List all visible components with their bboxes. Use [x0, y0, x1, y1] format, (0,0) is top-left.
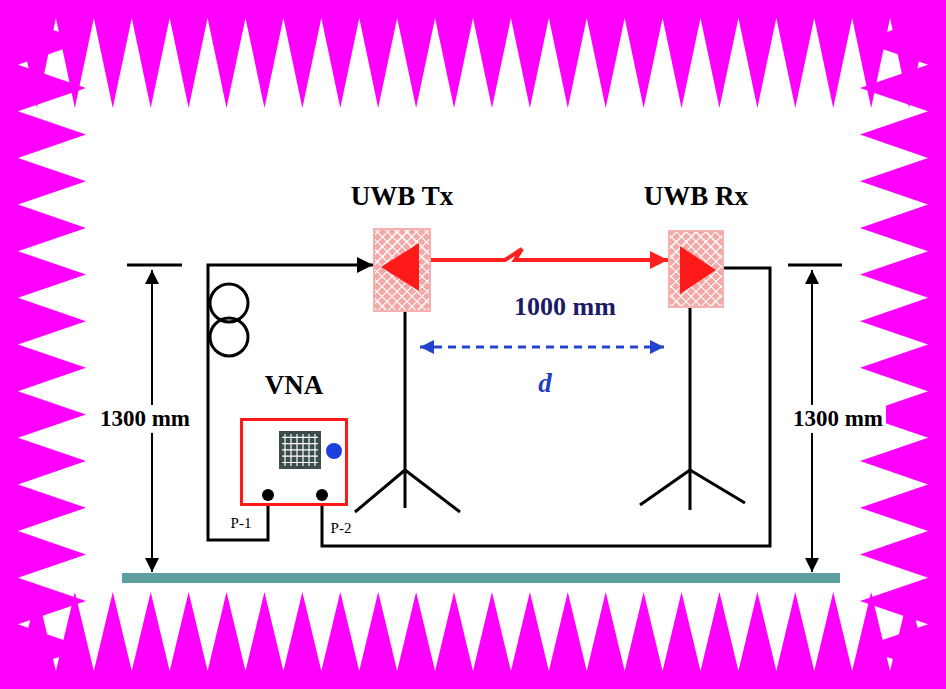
distance-value: 1000 mm [514, 293, 616, 320]
screen-grid [282, 434, 318, 466]
port-connector [262, 489, 274, 501]
distance-symbol: d [538, 369, 552, 397]
rx-antenna: UWB Rx [668, 230, 724, 308]
chamber-interior [18, 18, 928, 671]
absorber-teeth [860, 18, 928, 671]
antenna-symbol [375, 230, 429, 310]
vna-front [243, 421, 345, 503]
distance-arrow [420, 346, 664, 349]
antenna-symbol [670, 232, 722, 306]
vna-screen [279, 431, 321, 469]
tripod [355, 312, 460, 512]
cable-coil [210, 318, 248, 356]
dimension-tick [788, 264, 842, 267]
antenna-triangle [381, 243, 419, 291]
signal-arrow [431, 249, 668, 260]
absorber-teeth [18, 592, 928, 671]
port-label: P-2 [331, 521, 352, 537]
cable-coil [210, 284, 248, 322]
ground-plane [122, 573, 840, 583]
tripod [640, 308, 745, 510]
height-dimension: 1300 mm [97, 405, 193, 433]
node-heading: UWB Tx [351, 183, 453, 210]
vna-box: VNA [240, 418, 348, 506]
node-heading: VNA [265, 372, 324, 399]
port-label: P-1 [231, 516, 252, 532]
coax-cable [208, 265, 373, 540]
height-dimension: 1300 mm [790, 405, 886, 433]
tx-antenna: UWB Tx [373, 228, 431, 312]
vna-knob [326, 443, 342, 459]
dimension-tick [127, 264, 182, 267]
port-connector [316, 489, 328, 501]
absorber-teeth [18, 18, 928, 108]
node-heading: UWB Rx [644, 183, 748, 210]
antenna-triangle [680, 246, 716, 294]
absorber-teeth [18, 18, 86, 671]
